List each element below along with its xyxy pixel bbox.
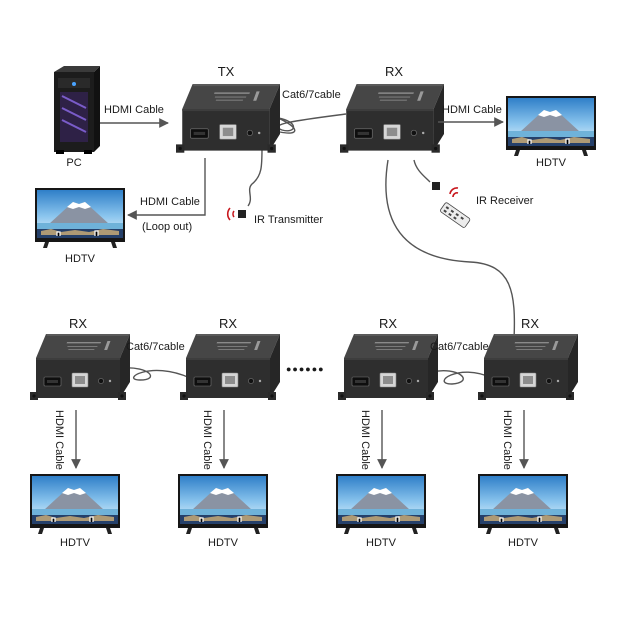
hdtv-label-bottom-3: HDTV bbox=[366, 537, 397, 549]
cat-cable-bottom-left bbox=[121, 367, 191, 381]
pc-tower-icon bbox=[54, 66, 100, 154]
rx-label-bottom-4: RX bbox=[521, 316, 539, 331]
hdtv-icon-top-right bbox=[506, 96, 596, 156]
more-receivers-ellipsis: ●●●●●● bbox=[286, 364, 325, 374]
ir-transmitter-cable bbox=[247, 147, 263, 207]
cat-cable-tx-rx bbox=[277, 113, 347, 132]
cat-cable-label-bottom-right: Cat6/7cable bbox=[430, 341, 489, 353]
hdtv-icon-loop-out bbox=[34, 188, 126, 248]
pc-label: PC bbox=[66, 157, 81, 169]
hdtv-label-top-right: HDTV bbox=[536, 157, 567, 169]
rx-label-bottom-3: RX bbox=[379, 316, 397, 331]
tx-label: TX bbox=[218, 64, 235, 79]
rx-device-bottom-3 bbox=[338, 334, 438, 401]
hdmi-cable-vertical-label-3: HDMI Cable bbox=[359, 410, 371, 470]
rx-label-top: RX bbox=[385, 64, 403, 79]
hdmi-cable-label-rx: HDMI Cable bbox=[442, 104, 502, 116]
hdtv-icon-bottom-3 bbox=[336, 474, 426, 534]
rx-device-bottom-4 bbox=[478, 334, 578, 401]
hdmi-cable-label-loop: HDMI Cable bbox=[140, 196, 200, 208]
loop-out-line bbox=[127, 158, 206, 220]
ir-transmitter-label: IR Transmitter bbox=[254, 214, 323, 226]
cat-cable-label-bottom-left: Cat6/7cable bbox=[126, 341, 185, 353]
ir-remote-icon bbox=[440, 202, 471, 228]
rx-label-bottom-2: RX bbox=[219, 316, 237, 331]
ir-receiver-label: IR Receiver bbox=[476, 195, 534, 207]
hdmi-cable-vertical-label-4: HDMI Cable bbox=[501, 410, 513, 470]
hdtv-icon-bottom-4 bbox=[478, 474, 568, 534]
rx-device-top bbox=[340, 84, 444, 154]
cat-cable-bottom-right bbox=[431, 370, 493, 385]
hdtv-label-bottom-4: HDTV bbox=[508, 537, 539, 549]
rx-device-bottom-1 bbox=[30, 334, 130, 401]
ir-receiver-cable bbox=[413, 159, 431, 183]
rx-device-bottom-2 bbox=[180, 334, 280, 401]
hdtv-label-bottom-2: HDTV bbox=[208, 537, 239, 549]
cat-cable-rx-chain bbox=[385, 159, 516, 341]
hdmi-cable-vertical-label-2: HDMI Cable bbox=[201, 410, 213, 470]
hdmi-cable-vertical-label-1: HDMI Cable bbox=[53, 410, 65, 470]
hdtv-label-bottom-1: HDTV bbox=[60, 537, 91, 549]
cat-cable-label-top: Cat6/7cable bbox=[282, 89, 341, 101]
hdmi-cable-label-pc: HDMI Cable bbox=[104, 104, 164, 116]
hdtv-icon-bottom-1 bbox=[30, 474, 120, 534]
loop-out-label: (Loop out) bbox=[142, 221, 192, 233]
hdtv-label-loop-out: HDTV bbox=[65, 253, 96, 265]
ir-receiver-icon bbox=[432, 182, 440, 190]
rx-label-bottom-1: RX bbox=[69, 316, 87, 331]
ir-transmitter-icon bbox=[226, 207, 246, 221]
tx-device bbox=[176, 84, 280, 154]
hdtv-icon-bottom-2 bbox=[178, 474, 268, 534]
ir-signal-icon bbox=[449, 187, 459, 198]
